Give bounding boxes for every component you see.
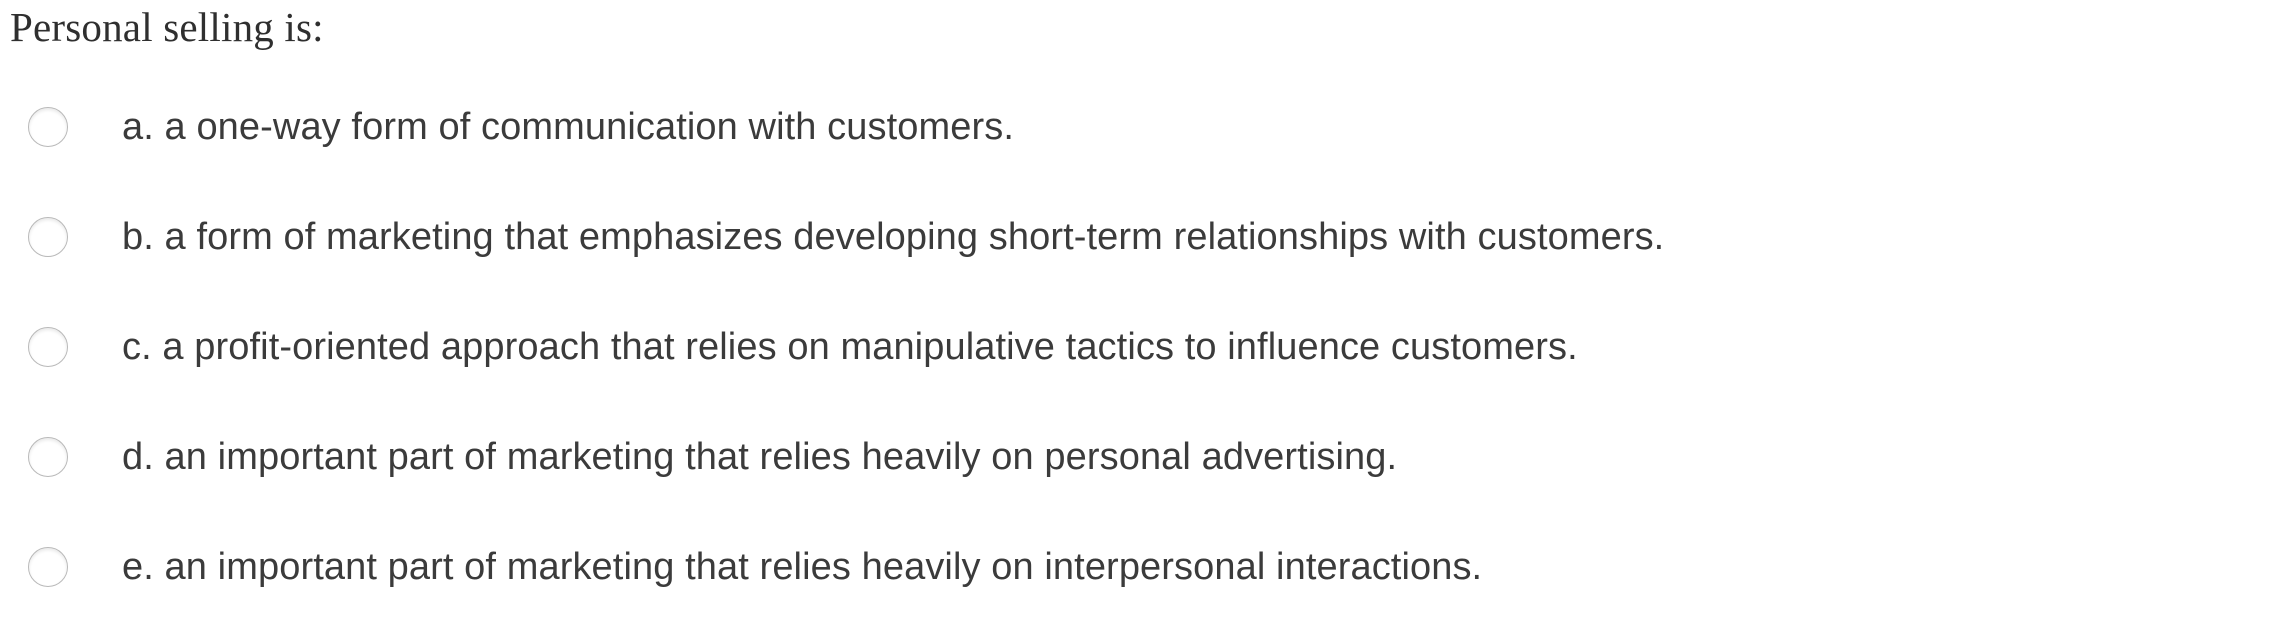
answer-options-list: a. a one-way form of communication with … (0, 72, 2276, 622)
radio-button-d-icon[interactable] (28, 437, 68, 477)
answer-option-b-label[interactable]: b. a form of marketing that emphasizes d… (122, 216, 1665, 258)
question-prompt: Personal selling is: (10, 4, 324, 50)
answer-option-e[interactable]: e. an important part of marketing that r… (0, 512, 2276, 622)
answer-option-b[interactable]: b. a form of marketing that emphasizes d… (0, 182, 2276, 292)
answer-option-c[interactable]: c. a profit-oriented approach that relie… (0, 292, 2276, 402)
answer-option-a[interactable]: a. a one-way form of communication with … (0, 72, 2276, 182)
answer-option-a-label[interactable]: a. a one-way form of communication with … (122, 106, 1015, 148)
answer-option-d-label[interactable]: d. an important part of marketing that r… (122, 436, 1398, 478)
radio-button-e-icon[interactable] (28, 547, 68, 587)
radio-button-c-icon[interactable] (28, 327, 68, 367)
radio-button-a-icon[interactable] (28, 107, 68, 147)
radio-button-b-icon[interactable] (28, 217, 68, 257)
answer-option-e-label[interactable]: e. an important part of marketing that r… (122, 546, 1483, 588)
answer-option-c-label[interactable]: c. a profit-oriented approach that relie… (122, 326, 1578, 368)
answer-option-d[interactable]: d. an important part of marketing that r… (0, 402, 2276, 512)
